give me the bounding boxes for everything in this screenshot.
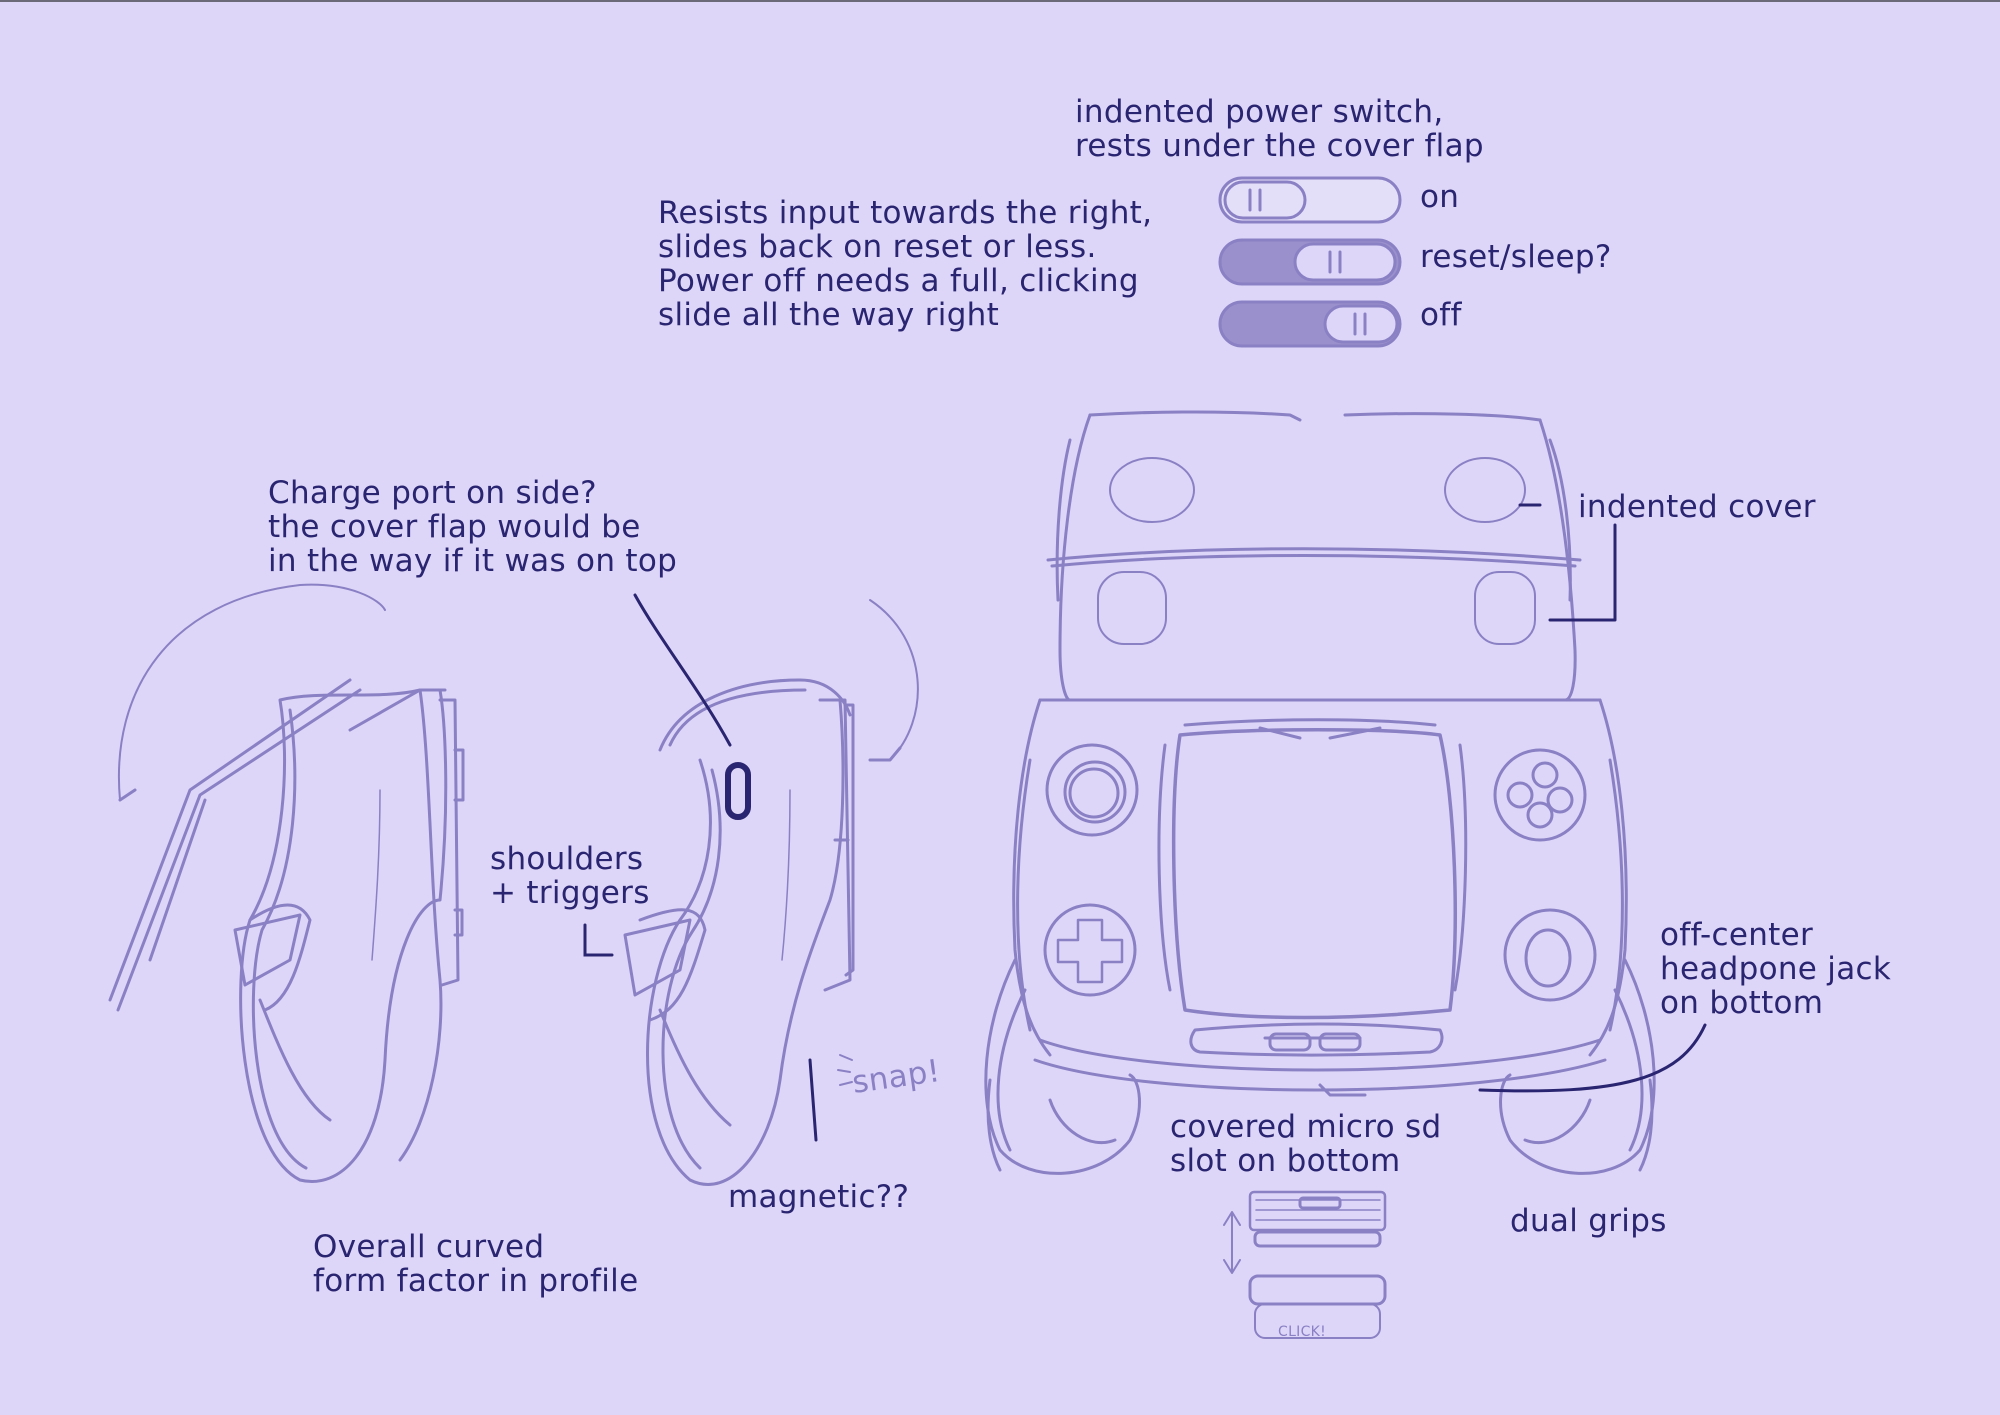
switch-reset-illustration xyxy=(1218,238,1402,286)
profile-view-closed xyxy=(623,599,919,1186)
switch-on-label: on xyxy=(1420,179,1460,215)
shoulders-pointer xyxy=(583,923,614,957)
headphone-jack-label: off-center headpone jack on bottom xyxy=(1660,917,1892,1021)
profile-label: Overall curved form factor in profile xyxy=(313,1229,639,1299)
switch-off-label: off xyxy=(1420,297,1462,333)
charge-port-note: Charge port on side? the cover flap woul… xyxy=(268,475,678,579)
switch-on-illustration xyxy=(1218,176,1402,224)
front-view-device xyxy=(984,410,1707,1339)
indented-cover-label: indented cover xyxy=(1578,489,1816,525)
click-label: CLICK! xyxy=(1278,1324,1327,1340)
charge-port-pointer xyxy=(633,593,732,747)
power-switch-label: indented power switch, rests under the c… xyxy=(1075,94,1484,164)
switch-off-illustration xyxy=(1218,300,1402,348)
switch-behavior-note: Resists input towards the right, slides … xyxy=(658,195,1153,333)
magnetic-label: magnetic?? xyxy=(728,1179,910,1215)
shoulders-triggers-label: shoulders + triggers xyxy=(490,841,650,911)
profile-view-open xyxy=(108,583,465,1183)
micro-sd-label: covered micro sd slot on bottom xyxy=(1170,1109,1442,1179)
top-border xyxy=(0,0,2000,2)
dual-grips-label: dual grips xyxy=(1510,1203,1667,1239)
switch-reset-label: reset/sleep? xyxy=(1420,239,1612,275)
